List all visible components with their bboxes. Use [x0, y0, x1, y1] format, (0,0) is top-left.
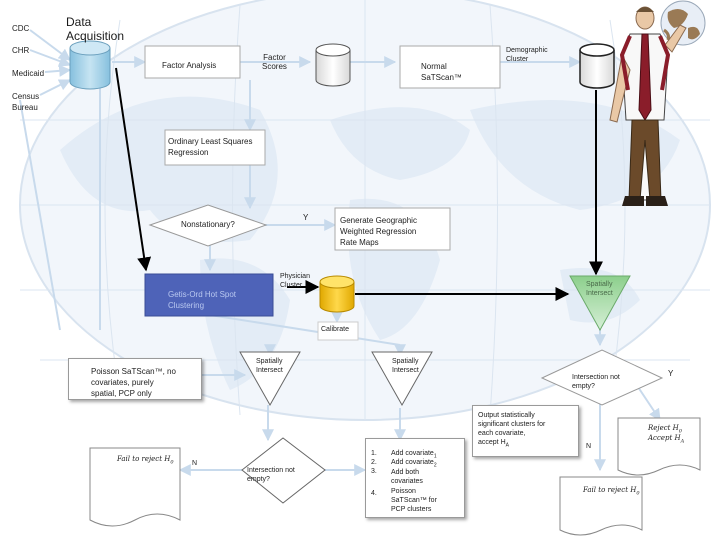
add-covariate-2-text: Add covariate — [391, 459, 434, 466]
add-covariate-2-subscript: 2 — [433, 462, 437, 469]
green-intersect-triangle — [569, 275, 631, 332]
gwr-maps-label: Generate Geographic Weighted Regression … — [340, 216, 417, 247]
demographic-cluster-label: Demographic Cluster — [506, 47, 548, 63]
add-covariate-2: Add covariate2 — [391, 459, 437, 468]
fail-reject-left-subscript: 0 — [170, 459, 174, 466]
physician-cluster-label: Physician Cluster — [280, 273, 310, 289]
fail-reject-right-subscript: 0 — [636, 490, 640, 497]
businessman-illustration — [609, 6, 687, 206]
add-covariate-1: Add covariate1 — [391, 450, 437, 459]
right-yes-label: Y — [668, 369, 674, 378]
mid-intersect-triangle — [371, 351, 433, 407]
black-arrows — [115, 67, 603, 301]
intersection-decision-bottom — [241, 437, 326, 504]
source-medicaid: Medicaid — [12, 69, 45, 78]
nonstationary-decision — [148, 204, 268, 247]
fail-reject-left-label: Fail to reject H0 — [117, 455, 174, 465]
reject-h0-text: Reject H — [648, 424, 679, 432]
physician-cluster-database — [319, 275, 355, 313]
data-acquisition-label: Data Acquisition — [66, 15, 125, 43]
add-covariate-3: Add both covariates — [391, 469, 423, 485]
normal-satscan-box — [399, 45, 501, 89]
spatially-intersect-mid-label: Spatially Intersect — [392, 358, 419, 374]
fail-reject-left-document — [89, 447, 181, 527]
globe-icon — [660, 0, 706, 46]
factor-scores-database — [315, 43, 351, 87]
poisson-satscan-box — [68, 358, 202, 400]
add-covariate-4: Poisson SaTScan™ for PCP clusters — [391, 488, 437, 513]
fail-reject-right-document — [559, 476, 643, 536]
gwr-maps-box — [334, 207, 451, 251]
reject-h0-subscript: 0 — [678, 428, 682, 435]
spatially-intersect-left-label: Spatially Intersect — [256, 358, 283, 374]
ols-regression-box — [164, 129, 266, 166]
left-intersect-triangle — [239, 351, 301, 407]
reject-h0-label: Reject H0 — [648, 424, 682, 434]
intersection-decision-right — [540, 349, 664, 406]
factor-analysis-label: Factor Analysis — [162, 61, 217, 70]
add-covariate-1-subscript: 1 — [433, 453, 437, 460]
getis-ord-label: Getis-Ord Hot Spot Clustering — [168, 290, 237, 310]
intersection-not-empty-bottom-label: Intersection not empty? — [247, 467, 295, 483]
reject-accept-document — [617, 417, 701, 476]
left-no-label: N — [192, 460, 198, 467]
normal-satscan-label: Normal SaTScan™ — [421, 62, 462, 82]
accept-ha-label: Accept HA — [648, 434, 684, 444]
background-connectors — [19, 29, 661, 476]
output-clusters-text: Output statistically significant cluster… — [478, 412, 546, 446]
factor-scores-label: Factor Scores — [262, 53, 287, 71]
add-covariate-num-2: 2. — [371, 459, 377, 466]
add-covariate-num-1: 1. — [371, 450, 377, 457]
calibrate-box — [317, 321, 359, 341]
getis-ord-box — [144, 273, 274, 317]
nonstationary-label: Nonstationary? — [181, 220, 235, 229]
spatially-intersect-green-label: Spatially Intersect — [586, 281, 613, 297]
add-covariate-num-4: 4. — [371, 490, 377, 497]
source-chr: CHR — [12, 46, 30, 55]
add-covariate-1-text: Add covariate — [391, 450, 434, 457]
add-covariate-num-3: 3. — [371, 468, 377, 475]
factor-analysis-box — [144, 45, 241, 79]
output-clusters-subscript: A — [505, 442, 509, 449]
calibrate-label: Calibrate — [321, 326, 350, 333]
source-census-bureau: Census Bureau — [12, 92, 40, 112]
yes-label: Y — [303, 213, 309, 222]
ols-regression-label: Ordinary Least Squares Regression — [168, 137, 253, 157]
fail-reject-left-text: Fail to reject H — [117, 455, 171, 463]
output-clusters-label: Output statistically significant cluster… — [478, 411, 545, 450]
intersection-not-empty-right-label: Intersection not empty? — [572, 374, 620, 390]
poisson-satscan-label: Poisson SaTScan™, no covariates, purely … — [91, 367, 176, 398]
output-clusters-box — [472, 405, 579, 457]
data-acquisition-database — [69, 40, 111, 90]
accept-ha-text: Accept H — [648, 434, 681, 442]
right-no-label: N — [586, 443, 592, 450]
fail-reject-right-label: Fail to reject H0 — [583, 486, 640, 496]
source-cdc: CDC — [12, 24, 30, 33]
add-covariates-box — [365, 438, 465, 518]
fail-reject-right-text: Fail to reject H — [583, 486, 637, 494]
accept-ha-subscript: A — [680, 438, 685, 445]
demographic-cluster-database — [579, 43, 615, 89]
